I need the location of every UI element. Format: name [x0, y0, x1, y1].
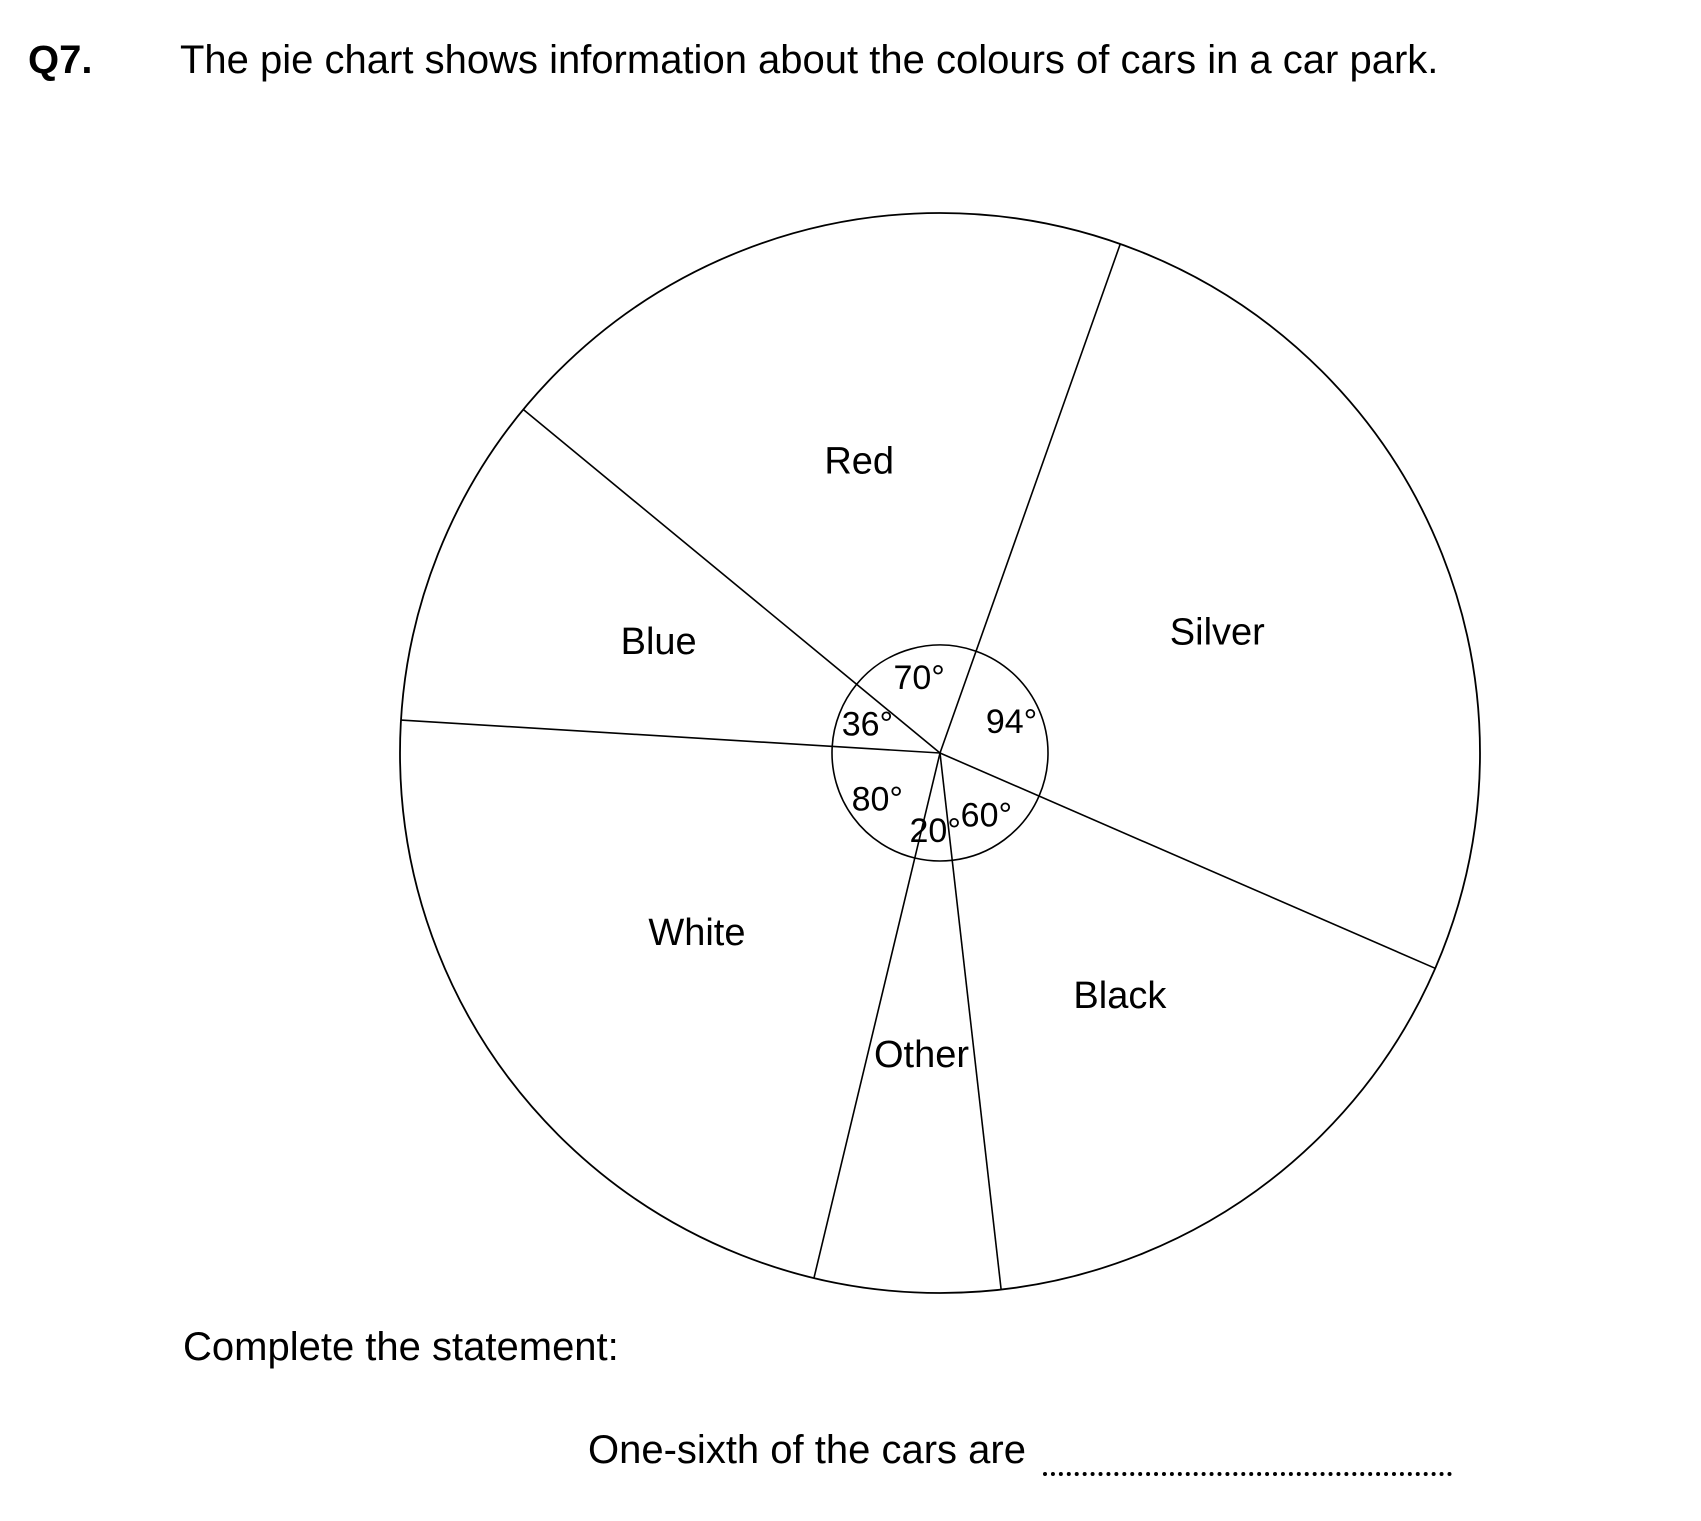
slice-boundary-black [939, 752, 1436, 970]
angle-label-other: 20° [910, 812, 961, 850]
slice-boundary-red [522, 408, 941, 754]
angle-label-blue: 36° [842, 705, 893, 743]
angle-label-red: 70° [893, 659, 944, 697]
slice-boundary-white [813, 752, 941, 1279]
angle-arc-silver [975, 650, 1049, 797]
angle-arc-black [952, 795, 1040, 862]
slice-label-red: Red [824, 441, 894, 483]
slice-label-silver: Silver [1170, 611, 1265, 653]
slice-label-blue: Blue [621, 621, 697, 663]
statement: One-sixth of the cars are [588, 1428, 1453, 1476]
slice-boundary-silver [939, 243, 1122, 754]
angle-arc-blue [831, 683, 858, 747]
question-number: Q7. [28, 38, 93, 82]
pie-slice-silver [940, 244, 1480, 968]
slice-boundary-blue [400, 719, 941, 754]
angle-label-silver: 94° [986, 703, 1037, 741]
angle-arc-red [856, 644, 977, 685]
angle-arc-other [914, 857, 953, 862]
slice-label-other: Other [874, 1034, 969, 1076]
question-text: The pie chart shows information about th… [180, 38, 1439, 82]
angle-arc-white [831, 746, 915, 859]
slice-label-black: Black [1073, 975, 1167, 1017]
angle-label-white: 80° [852, 780, 903, 818]
pie-outline [399, 212, 1481, 1294]
slice-boundary-other [939, 752, 1002, 1290]
pie-slice-black [940, 753, 1435, 1290]
instruction-text: Complete the statement: [183, 1325, 619, 1369]
angle-label-black: 60° [961, 797, 1012, 835]
answer-field[interactable] [1043, 1433, 1453, 1476]
statement-prefix: One-sixth of the cars are [588, 1428, 1026, 1472]
slice-label-white: White [648, 912, 745, 954]
